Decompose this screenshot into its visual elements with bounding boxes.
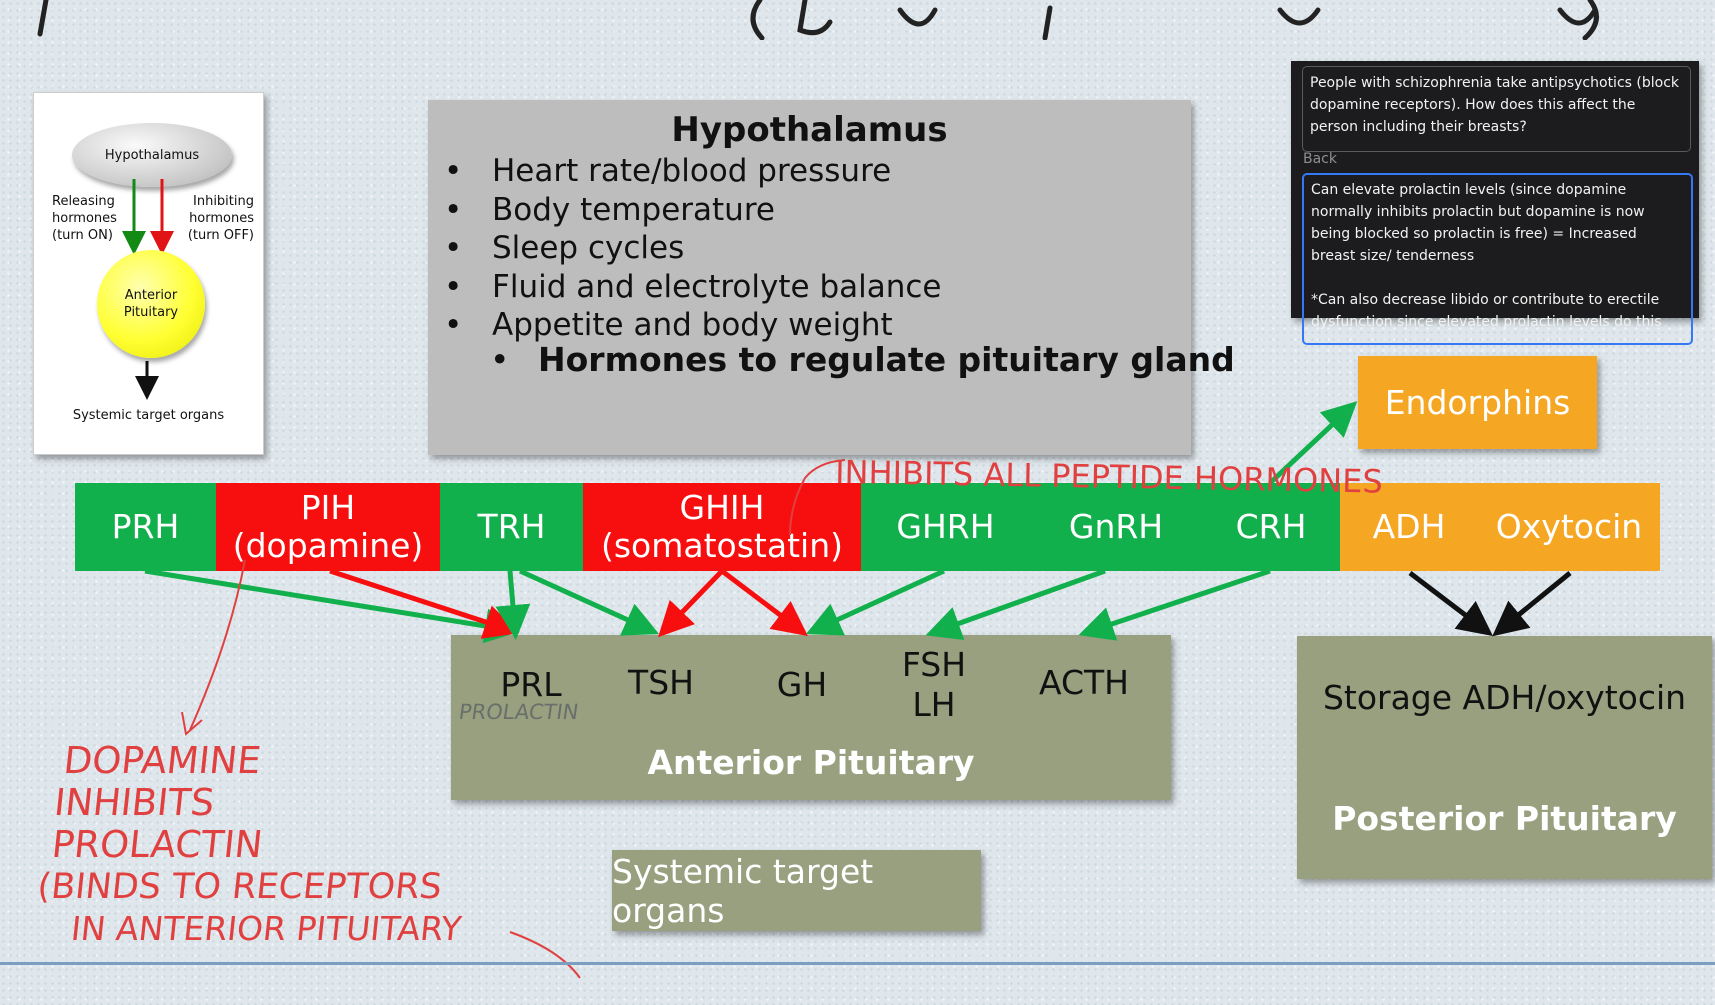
inset-arrows xyxy=(122,179,174,400)
hormone-tsh: TSH xyxy=(628,663,694,702)
dopamine-note-paren xyxy=(509,931,581,979)
endorphins-box: Endorphins xyxy=(1358,356,1597,449)
arrow-adh-posterior xyxy=(1408,571,1493,637)
flashcard-answer[interactable]: Can elevate prolactin levels (since dopa… xyxy=(1302,173,1693,345)
arrow-pih-prl xyxy=(329,568,520,639)
hormone-ghih: GHIH(somatostatin) xyxy=(583,483,861,571)
arrow-trh-prl xyxy=(495,570,531,640)
posterior-storage-label: Storage ADH/oxytocin xyxy=(1322,678,1687,717)
list-item: •Sleep cycles xyxy=(444,230,685,266)
arrow-ghrh-gh xyxy=(805,568,946,636)
hypothalamus-subitem: •Hormones to regulate pituitary gland xyxy=(490,340,1235,379)
hormone-pih: PIH(dopamine) xyxy=(216,483,440,571)
list-item: •Appetite and body weight xyxy=(444,307,893,343)
clipped-title xyxy=(37,0,1599,40)
hormone-ghrh: GHRH xyxy=(861,483,1030,571)
arrow-trh-tsh xyxy=(518,568,660,636)
hormone-adh: ADH xyxy=(1340,483,1478,571)
hormone-prl: PRL xyxy=(500,665,562,704)
arrow-crh-endorphins xyxy=(1268,401,1358,485)
anterior-pituitary-title: Anterior Pituitary xyxy=(647,743,975,782)
posterior-pituitary-title: Posterior Pituitary xyxy=(1332,799,1677,838)
footer-divider xyxy=(0,962,1715,965)
inhibits-annotation: INHIBITS ALL PEPTIDE HORMONES xyxy=(835,453,1383,501)
arrow-ghih-gh xyxy=(720,569,808,637)
posterior-pituitary-box: Storage ADH/oxytocin Posterior Pituitary xyxy=(1297,636,1712,879)
hormone-prh: PRH xyxy=(75,483,216,571)
arrow-ghih-tsh xyxy=(658,569,724,638)
hypothalamus-title: Hypothalamus xyxy=(671,110,948,150)
flashcard-panel: People with schizophrenia take antipsych… xyxy=(1291,61,1699,345)
hormone-trh: TRH xyxy=(440,483,583,571)
hormone-crh: CRH xyxy=(1202,483,1340,571)
list-item: •Body temperature xyxy=(444,191,775,228)
inset-hypothalamus: Hypothalamus xyxy=(72,123,232,187)
arrow-prh-prl xyxy=(144,568,520,644)
inset-systemic-label: Systemic target organs xyxy=(72,408,225,423)
dopamine-handwritten-note: DOPAMINE INHIBITS PROLACTIN (BINDS TO RE… xyxy=(35,739,464,948)
dopamine-note-line xyxy=(189,559,246,731)
hypothalamus-box: Hypothalamus •Heart rate/blood pressure … xyxy=(428,100,1235,455)
hormone-oxytocin: Oxytocin xyxy=(1478,483,1660,571)
list-item: •Fluid and electrolyte balance xyxy=(444,268,942,305)
inhibits-bracket xyxy=(789,459,846,536)
hormone-gh: GH xyxy=(776,665,828,704)
hormone-acth: ACTH xyxy=(1038,663,1129,702)
flashcard-question[interactable]: People with schizophrenia take antipsych… xyxy=(1302,66,1691,152)
hypothalamus-function-list: •Heart rate/blood pressure •Body tempera… xyxy=(444,152,942,345)
dopamine-note-arrow xyxy=(181,711,203,736)
list-item: •Heart rate/blood pressure xyxy=(444,153,892,189)
arrow-crh-acth xyxy=(1078,568,1271,641)
arrow-gnrh-fsh xyxy=(925,568,1106,641)
arrow-oxytocin-posterior xyxy=(1492,571,1572,637)
systemic-target-organs-box: Systemic target organs xyxy=(612,850,981,931)
flashcard-back-label: Back xyxy=(1303,151,1337,167)
hormone-gnrh: GnRH xyxy=(1030,483,1202,571)
